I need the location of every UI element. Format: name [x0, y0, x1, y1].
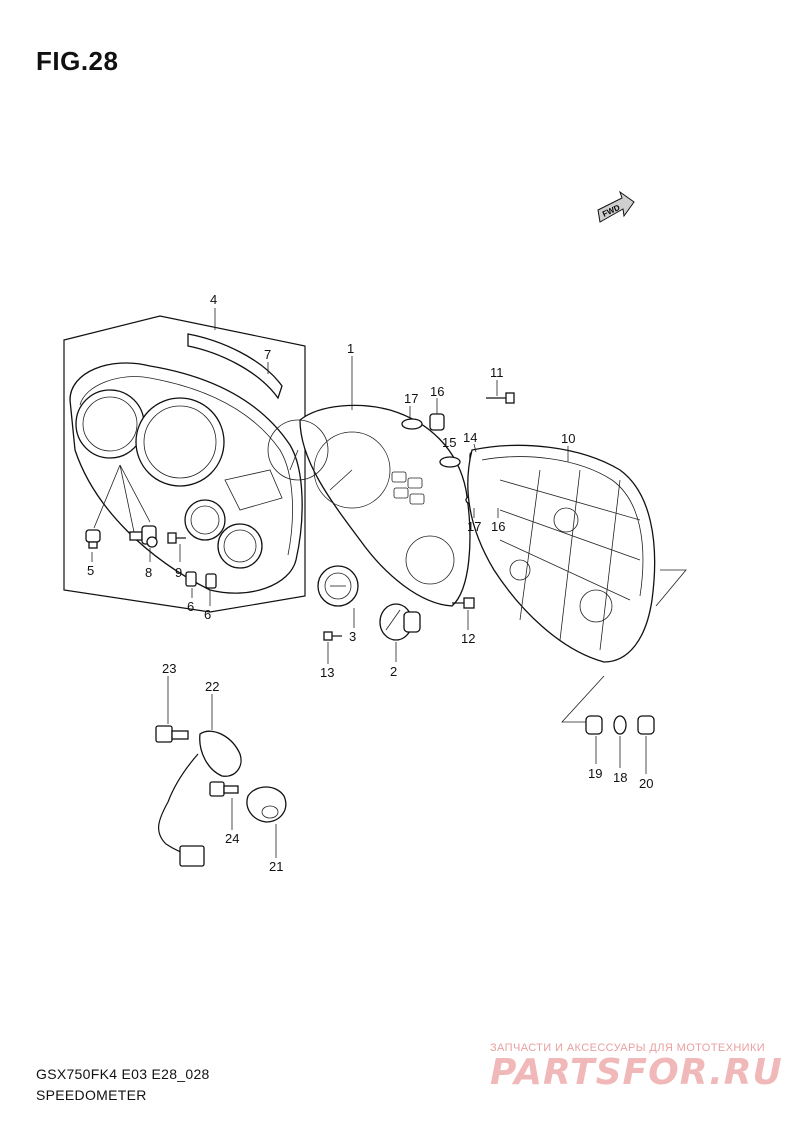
callout-6a: 6	[187, 599, 194, 614]
callout-11: 11	[490, 365, 504, 380]
bulb-17a	[401, 418, 423, 430]
leader-lines	[91, 308, 647, 858]
washer-18	[613, 715, 627, 735]
callout-22: 22	[205, 679, 219, 694]
fwd-label: FWD	[601, 203, 622, 219]
bulb-15	[439, 456, 461, 468]
callout-6b: 6	[204, 607, 211, 622]
callout-14: 14	[463, 430, 477, 445]
meter-case-back-10	[467, 444, 656, 663]
callout-17a: 17	[404, 391, 418, 406]
callout-12: 12	[461, 631, 475, 646]
callout-3: 3	[349, 629, 356, 644]
callout-7: 7	[264, 347, 271, 362]
callout-18: 18	[613, 770, 627, 785]
callout-21: 21	[269, 859, 283, 874]
sensor-22	[158, 730, 242, 867]
watermark-logo: PARTSFOR.RU	[490, 1052, 783, 1093]
nut-20	[637, 715, 655, 735]
grommet-8	[129, 525, 158, 548]
callout-23: 23	[162, 661, 176, 676]
callout-10: 10	[561, 431, 575, 446]
meter-case-group	[63, 315, 306, 613]
callout-16b: 16	[491, 519, 505, 534]
nut-19	[585, 715, 603, 735]
callout-13: 13	[320, 665, 334, 680]
screw-13	[323, 631, 342, 641]
screw-9	[167, 532, 186, 544]
clip-6b	[205, 573, 217, 589]
callout-4: 4	[210, 292, 217, 307]
callout-5: 5	[87, 563, 94, 578]
callout-8: 8	[145, 565, 152, 580]
callout-17b: 17	[467, 519, 481, 534]
lens-strip-7	[187, 333, 283, 400]
motor-3	[317, 565, 359, 607]
gauge-2	[379, 603, 421, 641]
callout-15: 15	[442, 435, 456, 450]
screw-12	[452, 597, 475, 609]
bracket-21	[246, 786, 287, 823]
callout-16a: 16	[430, 384, 444, 399]
bolt-23	[155, 725, 189, 743]
clip-6a	[185, 571, 197, 587]
diagram-name: SPEEDOMETER	[36, 1087, 147, 1103]
callout-9: 9	[175, 565, 182, 580]
model-code: GSX750FK4 E03 E28_028	[36, 1066, 210, 1082]
callout-1: 1	[347, 341, 354, 356]
callout-19: 19	[588, 766, 602, 781]
bolt-5	[85, 529, 101, 549]
bolt-24	[209, 781, 239, 797]
figure-title: FIG.28	[36, 46, 119, 76]
callout-24: 24	[225, 831, 239, 846]
screw-11	[486, 392, 515, 404]
watermark-tagline: ЗАПЧАСТИ И АКСЕССУАРЫ ДЛЯ МОТОТЕХНИКИ	[490, 1042, 766, 1054]
meter-assembly-1	[267, 404, 471, 607]
forward-direction-arrow-icon: FWD	[597, 190, 635, 223]
callout-20: 20	[639, 776, 653, 791]
callout-2: 2	[390, 664, 397, 679]
socket-16a	[429, 413, 445, 431]
